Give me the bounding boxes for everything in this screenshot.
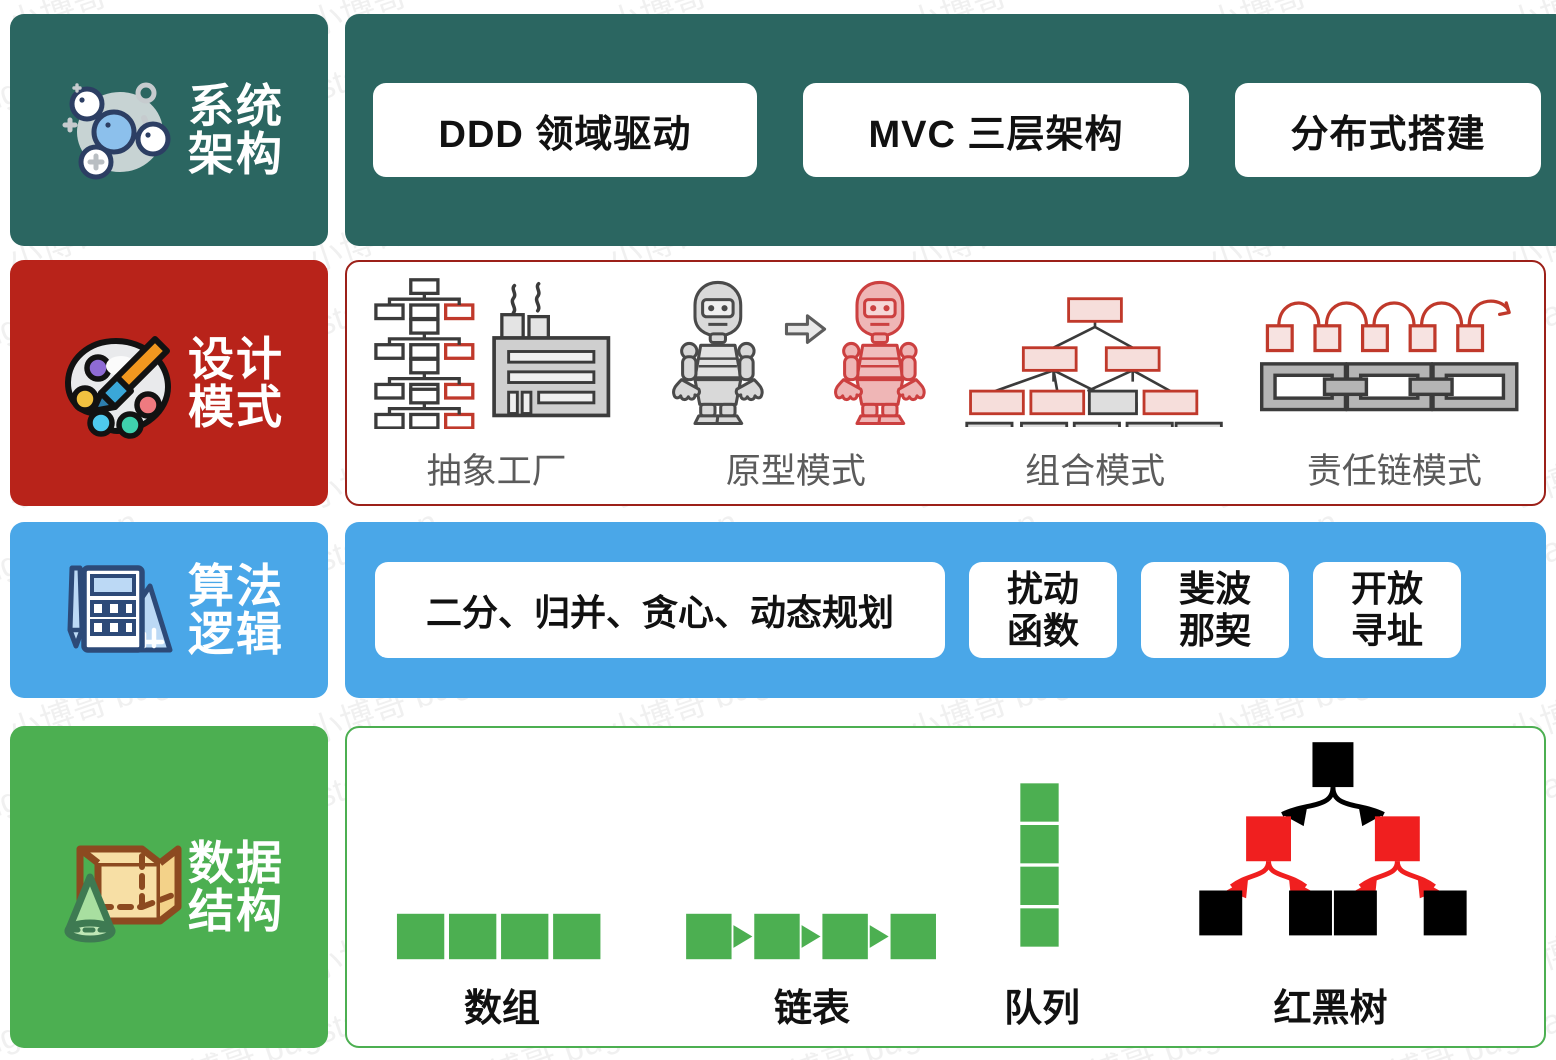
panel-system-architecture: DDD 领域驱动 MVC 三层架构 分布式搭建 [345,14,1556,246]
ds-item-linked-list[interactable]: 链表 [657,728,967,1046]
panel-design-patterns: 抽象工厂 [345,260,1546,506]
ds-label: 队列 [1003,988,1080,1030]
robot-clone-icon [646,262,945,441]
chip-mvc[interactable]: MVC 三层架构 [803,83,1189,177]
row-design-patterns: 设计 模式 [10,260,1546,506]
chip-algorithms[interactable]: 二分、归并、贪心、动态规划 [375,562,945,658]
pattern-item-composite[interactable]: 组合模式 [946,262,1245,504]
chip-perturbation-function[interactable]: 扰动 函数 [969,562,1117,658]
pattern-item-chain-of-responsibility[interactable]: 责任链模式 [1245,262,1544,504]
chip-open-addressing[interactable]: 开放 寻址 [1313,562,1461,658]
cube-cone-icon [54,823,182,951]
category-title-algorithm-logic: 算法 逻辑 [188,559,284,660]
queue-column-icon [967,728,1117,977]
row-data-structure: 数据 结构 [10,726,1546,1048]
chip-fibonacci[interactable]: 斐波 那契 [1141,562,1289,658]
category-card-design-patterns[interactable]: 设计 模式 [10,260,328,506]
palette-brush-icon [54,319,182,447]
chip-label-line: 寻址 [1350,610,1423,651]
array-blocks-icon [347,728,657,977]
ds-label: 数组 [463,988,540,1030]
panel-data-structure: 数组 [345,726,1546,1048]
chip-distributed[interactable]: 分布式搭建 [1235,83,1541,177]
ds-item-red-black-tree[interactable]: 红黑树 [1117,728,1544,1046]
pattern-label: 组合模式 [1025,452,1166,491]
category-title-data-structure: 数据 结构 [188,836,284,937]
category-title-system-architecture: 系统 架构 [188,79,284,180]
category-title-line: 数据 [188,836,284,889]
panel-algorithm-logic: 二分、归并、贪心、动态规划 扰动 函数 斐波 那契 开放 寻址 [345,522,1546,698]
category-title-line: 结构 [188,885,284,937]
chip-label-line: 开放 [1350,568,1423,610]
chip-label-line: 斐波 [1178,568,1251,610]
molecule-network-icon [54,66,182,194]
category-title-line: 系统 [188,79,284,132]
pattern-item-prototype[interactable]: 原型模式 [646,262,945,504]
row-algorithm-logic: 算法 逻辑 二分、归并、贪心、动态规划 扰动 函数 斐波 那契 开放 [10,522,1546,698]
chip-label-line: 那契 [1178,610,1251,651]
composite-tree-icon [946,262,1245,441]
category-title-line: 算法 [188,559,284,612]
category-card-data-structure[interactable]: 数据 结构 [10,726,328,1048]
pattern-label: 责任链模式 [1306,452,1482,491]
category-title-line: 逻辑 [188,608,284,660]
ds-item-array[interactable]: 数组 [347,728,657,1046]
chip-label-line: 函数 [1006,610,1079,651]
pattern-item-abstract-factory[interactable]: 抽象工厂 [347,262,646,504]
category-title-line: 设计 [188,332,284,385]
category-card-system-architecture[interactable]: 系统 架构 [10,14,328,246]
linked-list-icon [657,728,967,977]
category-title-design-patterns: 设计 模式 [188,332,284,433]
chain-of-responsibility-icon [1245,262,1544,441]
category-title-line: 模式 [188,381,284,433]
category-title-line: 架构 [188,128,284,180]
category-card-algorithm-logic[interactable]: 算法 逻辑 [10,522,328,698]
ds-label: 链表 [773,988,850,1030]
pattern-label: 抽象工厂 [426,452,567,491]
chip-label-line: 扰动 [1006,568,1079,610]
pattern-label: 原型模式 [725,452,866,491]
ds-item-queue[interactable]: 队列 [967,728,1117,1046]
ds-label: 红黑树 [1273,988,1388,1030]
red-black-tree-icon [1117,728,1544,977]
chip-ddd[interactable]: DDD 领域驱动 [373,83,757,177]
row-system-architecture: 系统 架构 DDD 领域驱动 MVC 三层架构 分布式搭建 [10,14,1556,246]
calculator-ruler-icon [54,546,182,674]
factory-icon [347,262,646,441]
